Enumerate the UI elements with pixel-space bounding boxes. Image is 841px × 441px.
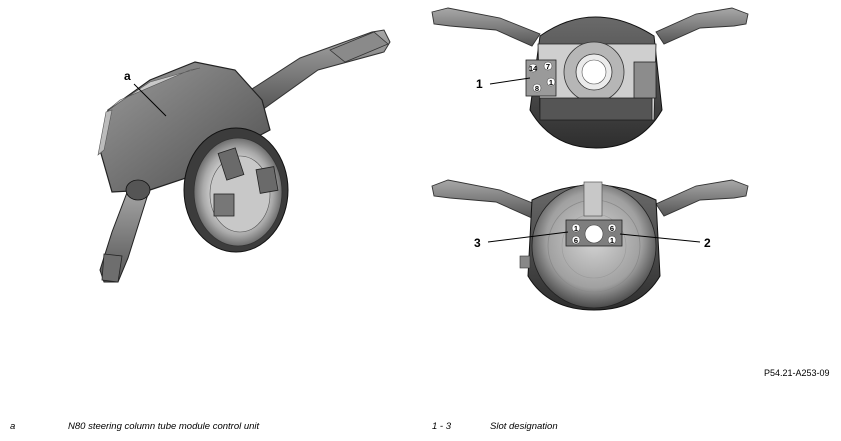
module-perspective-view [97,29,391,283]
legend-text-a: N80 steering column tube module control … [68,421,260,432]
callout-3: 3 [474,236,481,250]
pin-label: 14 [529,64,538,73]
module-rear-view-top [431,7,749,149]
pin-label: 1 [549,78,553,87]
figure-reference-id: P54.21-A253-09 [764,368,830,378]
pin-label: 1 [574,224,578,233]
legend-key-slots: 1 - 3 [432,421,452,432]
callout-1: 1 [476,77,483,91]
callout-a: a [124,69,131,83]
module-rear-view-bottom [431,179,749,311]
legend-key-a: a [10,421,16,432]
pin-label: 1 [610,236,614,245]
callout-2: 2 [704,236,711,250]
pin-label: 7 [546,62,550,71]
legend-text-slots: Slot designation [490,421,558,432]
pin-label: 6 [574,236,578,245]
pin-label: 6 [610,224,614,233]
pin-label: 8 [535,84,539,93]
